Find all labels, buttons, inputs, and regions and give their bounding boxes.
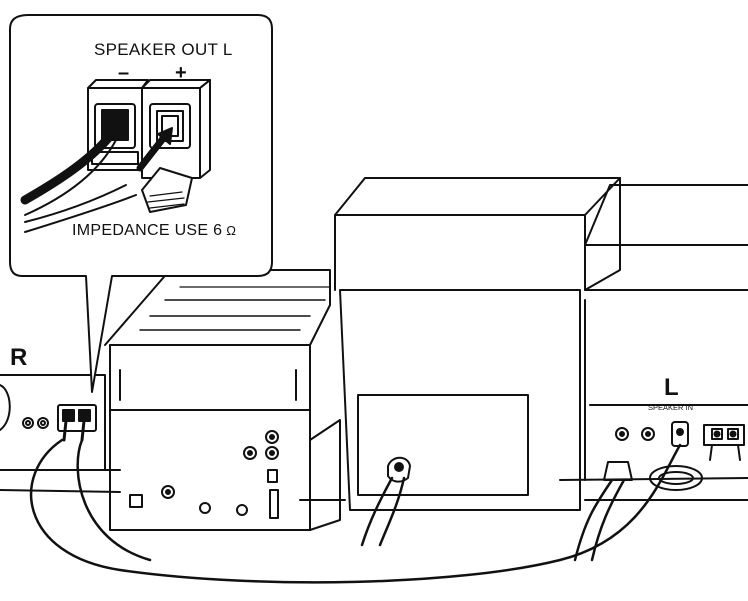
impedance-text: IMPEDANCE USE 6	[72, 222, 223, 239]
speaker-out-label: SPEAKER OUT L	[94, 40, 233, 59]
right-speaker-back	[0, 374, 106, 471]
main-unit	[104, 269, 341, 531]
center-unit	[334, 177, 621, 511]
insert-arrow	[136, 127, 173, 172]
closeup-wires	[20, 131, 137, 233]
minus-terminal-label: –	[118, 62, 130, 84]
right-channel-label: R	[10, 344, 28, 371]
plus-terminal-label: +	[175, 62, 187, 84]
ohm-symbol: Ω	[222, 223, 237, 238]
left-speaker	[584, 184, 748, 491]
right-speaker-terminal	[57, 404, 97, 442]
impedance-label: IMPEDANCE USE 6 Ω	[72, 222, 236, 240]
speaker-in-label: SPEAKER IN	[648, 403, 694, 412]
left-speaker-terminal	[703, 424, 745, 461]
terminal-closeup	[87, 79, 211, 213]
left-channel-label: L	[664, 374, 679, 401]
callout-bubble	[9, 14, 273, 393]
speaker-cables	[29, 438, 682, 584]
